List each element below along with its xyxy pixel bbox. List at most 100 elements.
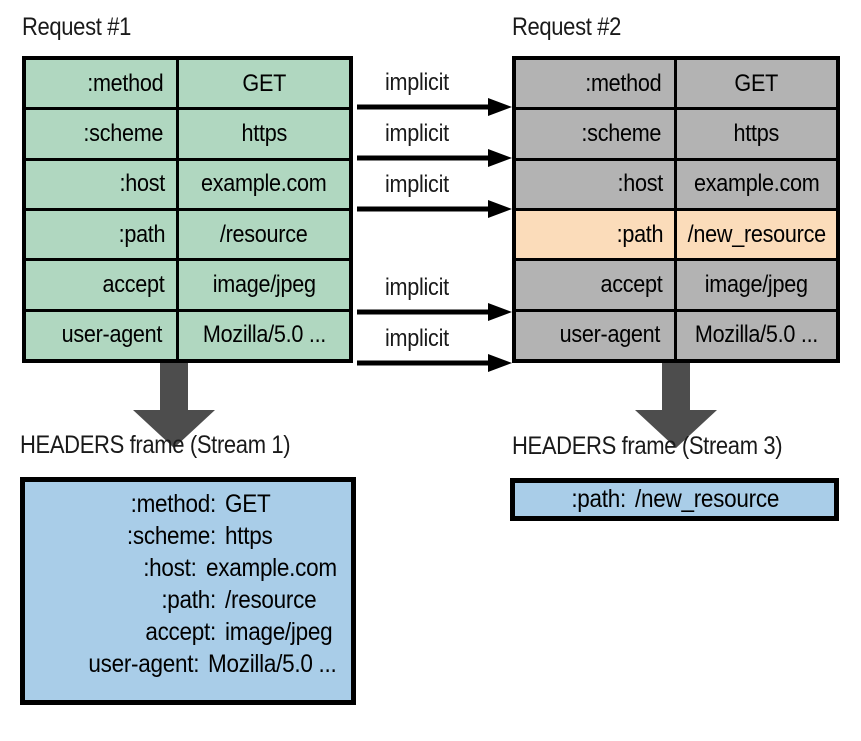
header-field-key: :scheme: (126, 521, 216, 550)
implicit-label: implicit (385, 325, 449, 352)
header-field-value: https (225, 521, 273, 550)
header-value-cell: /resource (176, 210, 349, 259)
header-value-cell: example.com (674, 160, 836, 208)
implicit-label: implicit (385, 274, 449, 301)
headers-frame-stream1-box: :method: GET :scheme: https :host: example.co… (20, 477, 356, 705)
implicit-label: implicit (385, 69, 449, 96)
header-name-cell: :method (516, 60, 674, 108)
header-name-text: :method (585, 69, 662, 97)
header-value-text: example.com (201, 170, 327, 198)
table-row: :path/resource (26, 210, 349, 262)
header-value-cell: https (176, 110, 349, 158)
header-field-value: /resource (225, 585, 317, 614)
implicit-arrow (357, 98, 512, 116)
header-field-key: :path: (571, 485, 626, 513)
table-row: user-agent Mozilla/5.0 ... (516, 311, 836, 359)
header-name-cell: :method (26, 60, 176, 108)
header-field-value: example.com (205, 553, 337, 582)
header-value-text: Mozilla/5.0 ... (694, 321, 819, 349)
header-name-cell: :host (26, 160, 176, 208)
table-row: :host example.com (26, 160, 349, 211)
implicit-arrow (357, 354, 512, 372)
header-value-cell: image/jpeg (176, 261, 349, 309)
table-row: accept image/jpeg (516, 261, 836, 312)
implicit-arrow (357, 149, 512, 167)
header-value-cell: image/jpeg (674, 261, 836, 309)
header-name-cell: :scheme (516, 110, 674, 158)
header-name-cell: :host (516, 160, 674, 208)
header-name-text: :path (616, 220, 664, 248)
header-field-line: :host: example.com (25, 552, 351, 584)
header-value-text: image/jpeg (212, 270, 316, 298)
table-row: :path/new_resource (516, 210, 836, 262)
header-value-text: image/jpeg (705, 270, 808, 298)
header-field-key: :host: (143, 553, 197, 582)
implicit-label: implicit (385, 120, 449, 147)
header-field-key: accept: (145, 617, 216, 646)
table-row: :scheme https (516, 110, 836, 161)
header-value-text: /new_resource (687, 220, 826, 248)
headers-frame-stream3-box: :path: /new_resource (510, 478, 839, 521)
header-value-cell: example.com (176, 160, 349, 208)
implicit-arrow (357, 200, 512, 218)
header-name-text: :host (617, 170, 664, 198)
header-name-text: user-agent (559, 321, 661, 349)
header-value-text: /resource (220, 220, 308, 248)
header-value-text: Mozilla/5.0 ... (202, 321, 326, 349)
header-value-cell: GET (176, 60, 349, 108)
header-field-line: :method: GET (25, 488, 351, 520)
header-name-cell: user-agent (516, 311, 674, 359)
header-name-text: :path (118, 220, 166, 248)
table-row: :scheme https (26, 110, 349, 161)
header-field-value: Mozilla/5.0 ... (208, 649, 337, 678)
request1-header-table: :method GET :scheme https :host example.com :p… (22, 56, 353, 363)
header-value-cell: Mozilla/5.0 ... (176, 311, 349, 359)
header-field-line: :path: /resource (25, 584, 351, 616)
header-field-value: GET (225, 489, 271, 518)
request2-title: Request #2 (512, 13, 622, 41)
header-value-text: example.com (693, 170, 820, 198)
down-arrow-right (635, 363, 717, 448)
header-value-cell: GET (674, 60, 836, 108)
header-field-line: accept: image/jpeg (25, 616, 351, 648)
headers-frame-stream3-caption: HEADERS frame (Stream 3) (512, 432, 783, 460)
header-field-line: :path: /new_resource (515, 483, 795, 516)
request2-header-table: :method GET :scheme https :host example.com :p… (512, 56, 840, 363)
header-name-cell: accept (516, 261, 674, 309)
header-name-cell: user-agent (26, 311, 176, 359)
header-name-cell: :scheme (26, 110, 176, 158)
header-name-text: :scheme (581, 119, 662, 147)
header-name-text: accept (102, 270, 165, 298)
header-name-text: :method (87, 69, 164, 97)
table-row: accept image/jpeg (26, 261, 349, 312)
header-value-cell: https (674, 110, 836, 158)
header-value-cell: /new_resource (674, 210, 836, 259)
header-value-cell: Mozilla/5.0 ... (674, 311, 836, 359)
header-field-key: :method: (130, 489, 217, 518)
down-arrow-left (133, 363, 215, 448)
header-name-cell: :path (516, 210, 674, 259)
header-name-cell: :path (26, 210, 176, 259)
header-name-text: accept (600, 270, 663, 298)
header-field-key: user-agent: (88, 649, 200, 678)
request1-title: Request #1 (22, 13, 132, 41)
table-row: :method GET (26, 60, 349, 111)
header-field-line: user-agent: Mozilla/5.0 ... (25, 648, 351, 680)
header-value-text: GET (242, 69, 286, 97)
header-name-text: :host (119, 170, 166, 198)
header-value-text: GET (734, 69, 779, 97)
header-name-text: user-agent (61, 321, 163, 349)
header-field-key: :path: (161, 585, 216, 614)
header-field-value: /new_resource (635, 485, 780, 513)
table-row: :host example.com (516, 160, 836, 211)
header-name-cell: accept (26, 261, 176, 309)
implicit-arrow (357, 303, 512, 321)
header-value-text: https (733, 119, 780, 147)
implicit-label: implicit (385, 171, 449, 198)
table-row: :method GET (516, 60, 836, 111)
header-name-text: :scheme (83, 119, 164, 147)
headers-frame-stream1-caption: HEADERS frame (Stream 1) (20, 431, 291, 459)
header-field-value: image/jpeg (225, 617, 333, 646)
header-field-line: :scheme: https (25, 520, 351, 552)
header-value-text: https (241, 119, 287, 147)
